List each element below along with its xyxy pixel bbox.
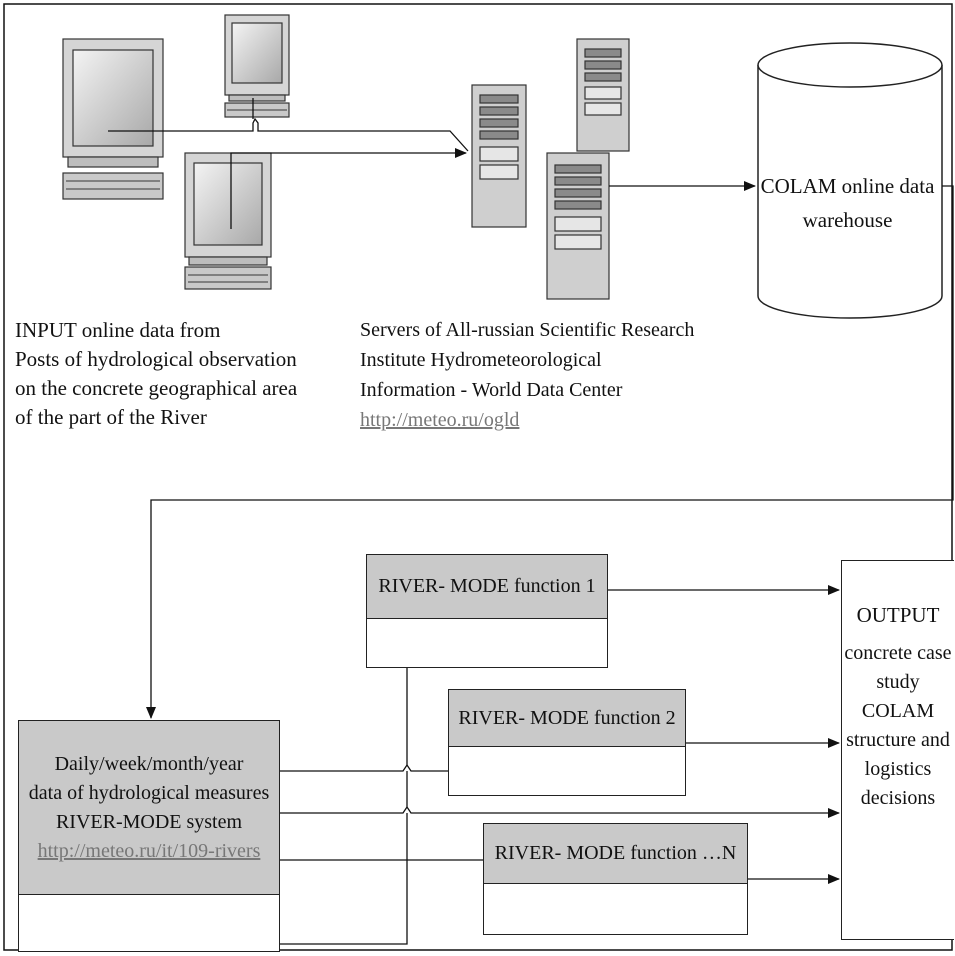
computer-icon-3 [184,152,272,290]
input-caption-line: of the part of the River [15,405,207,429]
output-body: concrete case study COLAM structure and … [844,642,952,809]
system-link[interactable]: http://meteo.ru/it/109-rivers [37,839,261,862]
system-line: data of hydrological measures [28,781,270,804]
output-title: OUTPUT [856,603,940,627]
connector-lines [3,3,954,951]
computer-icon-1 [62,38,164,200]
function-label: RIVER- MODE function …N [484,824,747,884]
function-box-2: RIVER- MODE function 2 [448,689,686,796]
input-caption-line: INPUT online data from [15,318,221,342]
output-box: OUTPUT concrete case study COLAM structu… [841,560,954,940]
network-lines [108,98,469,229]
servers-link[interactable]: http://meteo.ru/ogld [360,409,520,431]
arrow-system-to-output [280,805,840,818]
function-box-n: RIVER- MODE function …N [483,823,748,935]
servers-caption-line: Servers of All-russian Scientific Resear… [360,319,695,341]
servers-caption: Servers of All-russian Scientific Resear… [360,315,694,435]
input-caption-line: Posts of hydrological observation [15,347,297,371]
function-box-1: RIVER- MODE function 1 [366,554,608,668]
system-box-header: Daily/week/month/year data of hydrologic… [19,721,279,895]
server-icon-2 [576,38,630,152]
diagram-frame: INPUT online data from Posts of hydrolog… [3,3,954,952]
line-system-to-function2 [280,763,448,772]
bus-line-lower [280,813,408,945]
input-caption: INPUT online data from Posts of hydrolog… [15,316,297,432]
warehouse-label: COLAM online data warehouse [760,174,935,232]
server-icon-1 [471,84,527,228]
server-icon-3 [546,152,610,300]
outer-border [3,3,953,951]
servers-caption-line: Information - World Data Center [360,379,623,401]
river-mode-system-box: Daily/week/month/year data of hydrologic… [18,720,280,952]
function-label: RIVER- MODE function 1 [367,555,607,619]
computer-icon-2 [224,14,290,118]
system-line: Daily/week/month/year [54,752,244,775]
servers-caption-line: Institute Hydrometeorological [360,349,602,371]
system-line: RIVER-MODE system [55,810,243,833]
database-cylinder-icon [757,42,943,319]
arrow-warehouse-to-system [146,185,954,719]
output-text: OUTPUT concrete case study COLAM structu… [842,601,954,813]
input-caption-line: on the concrete geographical area [15,376,298,400]
function-label: RIVER- MODE function 2 [449,690,685,747]
